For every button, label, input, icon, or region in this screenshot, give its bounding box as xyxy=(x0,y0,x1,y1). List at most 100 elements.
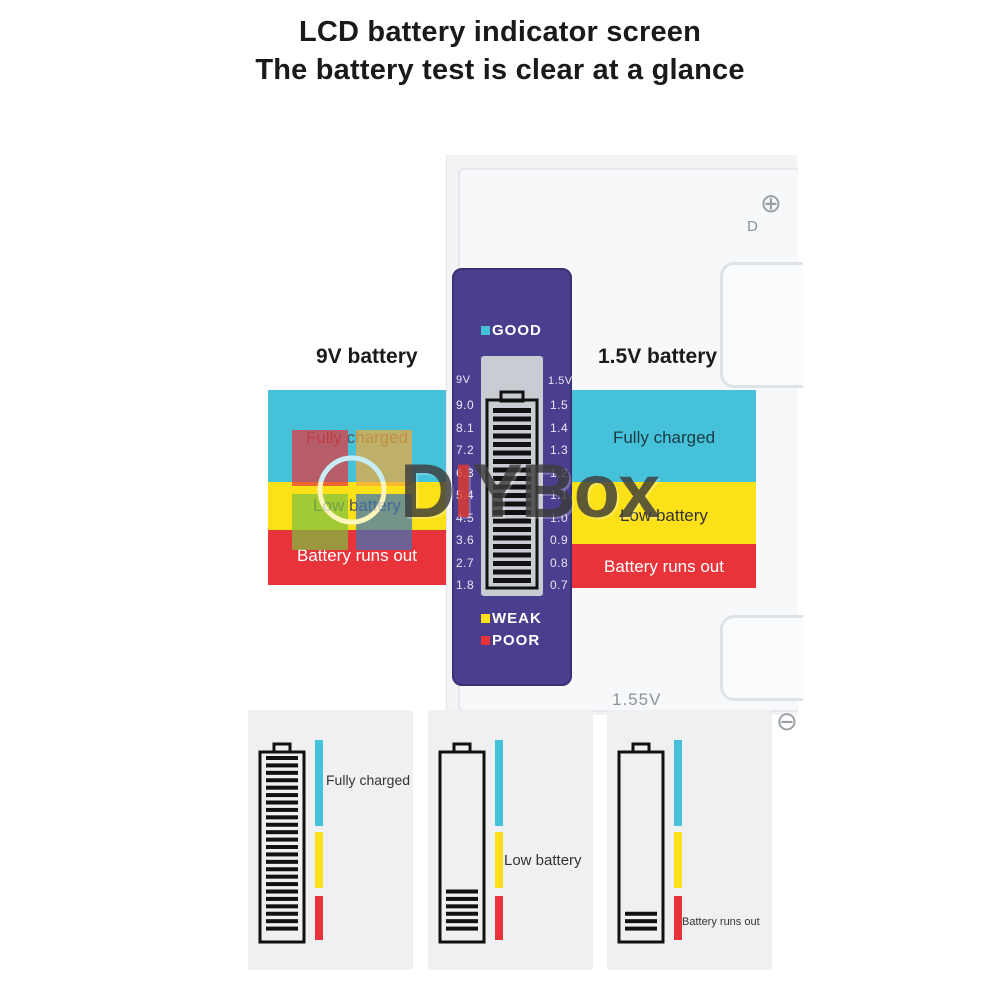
one-five-volt-out-label: Battery runs out xyxy=(603,557,724,576)
weak-level-bar xyxy=(315,832,323,888)
battery-segment xyxy=(266,896,298,901)
battery-segment xyxy=(266,867,298,872)
logo-square-orange xyxy=(356,430,412,486)
battery-segment xyxy=(446,889,478,894)
battery-segment xyxy=(266,911,298,916)
lcd-battery-segments xyxy=(493,408,531,583)
watermark-letter: o xyxy=(573,449,620,534)
card-battery-runs-out: Battery runs out xyxy=(607,710,772,970)
scale-right-value: 1.2 xyxy=(550,465,569,480)
scale-right-value: 1.0 xyxy=(550,510,569,525)
battery-segment xyxy=(266,837,298,842)
battery-segment xyxy=(266,763,298,768)
lcd-segment xyxy=(493,561,531,566)
lcd-segment xyxy=(493,425,531,430)
lcd-segment xyxy=(493,467,531,473)
battery-segment xyxy=(266,845,298,849)
battery-segment xyxy=(625,911,657,916)
battery-segment xyxy=(266,889,298,894)
logo-ring xyxy=(317,455,387,525)
scale-left-value: 8.1 xyxy=(456,420,475,435)
scale-right-value: 1.5 xyxy=(550,398,569,412)
battery-cap xyxy=(272,742,292,754)
scale-left-value: 1.8 xyxy=(456,578,475,592)
lcd-battery-cap xyxy=(499,390,525,403)
lcd-segment xyxy=(493,544,531,549)
voltage-label: 1.55V xyxy=(612,690,662,709)
battery-segment xyxy=(266,778,298,783)
scale-right-header: 1.5V xyxy=(548,375,573,387)
battery-icon xyxy=(438,740,503,944)
scale-right-value: 1.1 xyxy=(550,488,569,502)
lcd-segment xyxy=(493,578,531,583)
scale-left-value: 9.0 xyxy=(456,398,475,412)
scale-left-value: 4.5 xyxy=(456,510,475,525)
battery-segment xyxy=(266,807,298,812)
nine-volt-title: 9V battery xyxy=(316,345,418,368)
lcd-segment xyxy=(493,450,531,456)
poor-indicator: POOR xyxy=(481,632,540,649)
card-low-battery-label: Low battery xyxy=(504,852,582,869)
battery-segment xyxy=(446,919,478,924)
scale-left-value: 5.4 xyxy=(456,488,475,502)
lcd-battery-display xyxy=(485,390,539,590)
weak-label: WEAK xyxy=(492,610,542,627)
logo-square-blue xyxy=(356,494,412,550)
scale-right-value: 0.8 xyxy=(550,555,569,570)
logo-square-green xyxy=(292,494,348,550)
good-color-swatch xyxy=(481,326,490,335)
lcd-segment xyxy=(493,442,531,447)
lcd-segment xyxy=(493,408,531,413)
lcd-segment xyxy=(493,476,531,481)
watermark-label: DIYBox xyxy=(400,449,660,534)
battery-segment xyxy=(266,815,298,820)
battery-segment xyxy=(266,770,298,775)
one-five-volt-full-label: Fully charged xyxy=(612,428,716,447)
scale-right-value: 0.7 xyxy=(550,578,569,592)
one-five-volt-title: 1.5V battery xyxy=(598,345,718,368)
one-five-volt-low-band: Low battery xyxy=(572,482,756,544)
watermark-text: DIYBox xyxy=(400,448,660,535)
battery-segment xyxy=(266,926,298,931)
lcd-segment xyxy=(493,569,531,575)
plus-terminal-icon: ⊕ xyxy=(760,188,782,218)
battery-segment xyxy=(625,926,657,931)
scale-left-value: 7.2 xyxy=(456,443,475,457)
battery-segment xyxy=(266,882,298,887)
scale-right-value: 1.3 xyxy=(550,443,569,457)
good-level-bar xyxy=(315,740,323,826)
watermark-letter: I xyxy=(452,449,474,534)
poor-label: POOR xyxy=(492,632,541,649)
scale-left-value: 3.6 xyxy=(456,533,475,547)
battery-segment xyxy=(446,911,478,916)
nine-volt-out-label: Battery runs out xyxy=(296,546,417,565)
lcd-segment xyxy=(493,518,531,524)
battery-cap xyxy=(631,742,651,754)
watermark-letter: B xyxy=(520,449,576,534)
battery-segment xyxy=(266,756,298,760)
good-indicator: GOOD xyxy=(481,322,542,339)
lcd-segment xyxy=(493,459,531,464)
good-level-bar xyxy=(495,740,503,826)
diybox-logo-icon xyxy=(292,430,412,550)
watermark-letter: D xyxy=(400,449,455,534)
poor-level-bar xyxy=(315,896,323,940)
lcd-segment xyxy=(493,484,531,490)
lcd-segment xyxy=(493,501,531,507)
card-low-battery: Low battery xyxy=(428,710,593,970)
scale-left-header: 9V xyxy=(456,374,471,386)
minus-terminal-icon: ⊖ xyxy=(776,706,798,736)
one-five-volt-full-band: Fully charged xyxy=(572,390,756,482)
battery-segment xyxy=(266,859,298,864)
scale-left-value: 6.3 xyxy=(456,465,475,480)
lcd-segment xyxy=(493,527,531,532)
battery-segment xyxy=(446,904,478,909)
lcd-segment xyxy=(493,493,531,498)
battery-segment xyxy=(266,852,298,857)
one-five-volt-out-band: Battery runs out xyxy=(572,544,756,588)
battery-segment xyxy=(266,830,298,835)
battery-cap xyxy=(452,742,472,754)
battery-slot-top xyxy=(720,262,803,388)
lcd-segment xyxy=(493,510,531,515)
poor-level-bar xyxy=(495,896,503,940)
